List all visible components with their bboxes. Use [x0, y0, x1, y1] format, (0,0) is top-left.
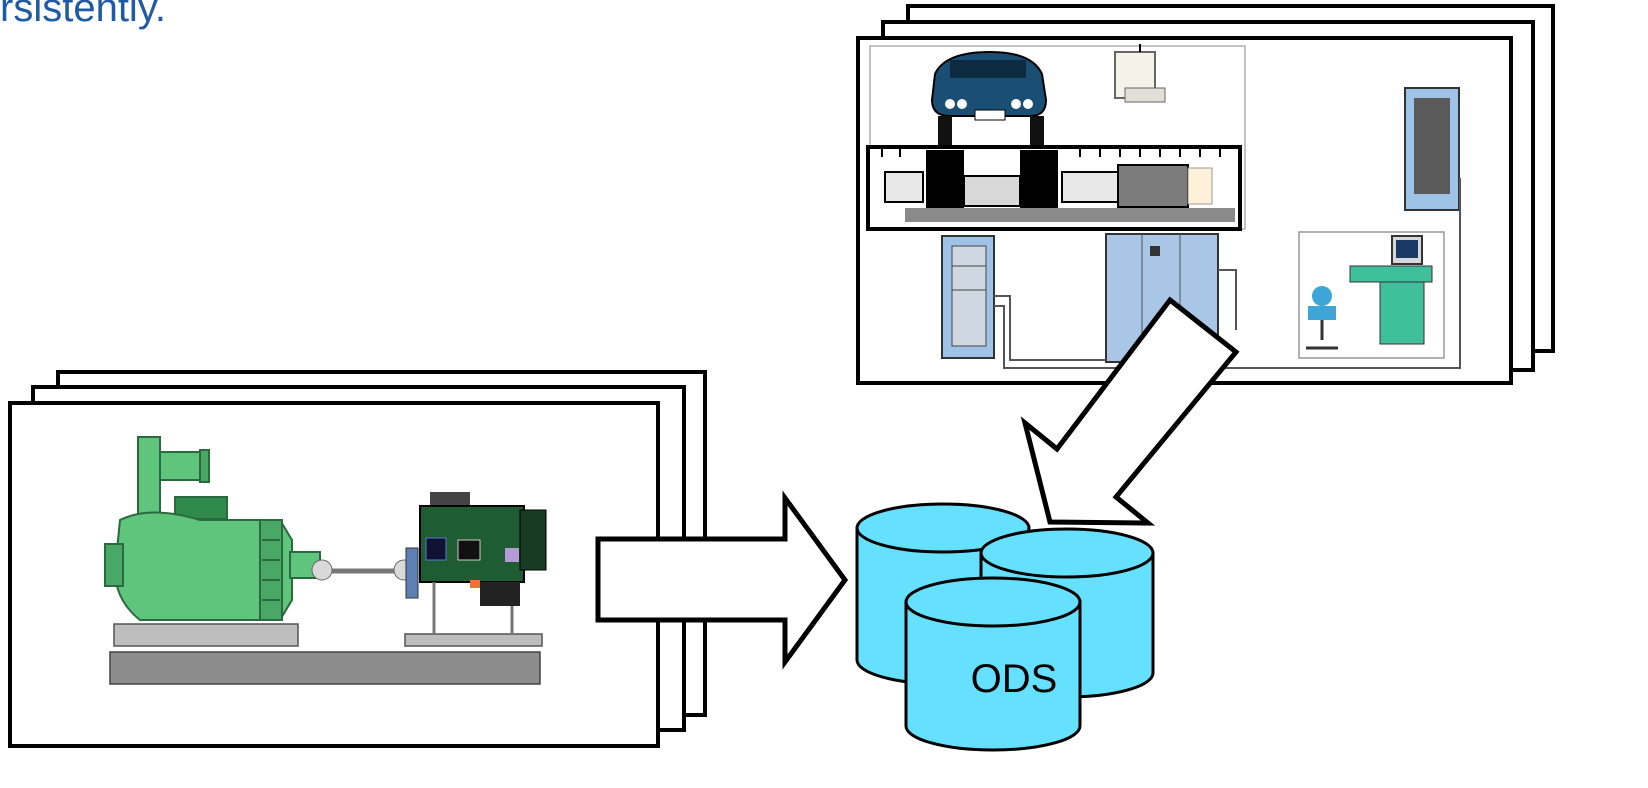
instrument-rack-icon: [1404, 87, 1460, 211]
slide-heading: rsistently.: [0, 0, 166, 30]
car-icon: [930, 50, 1048, 146]
arrow-right-icon: [595, 490, 849, 670]
combustion-engine-icon: [419, 492, 547, 634]
operator-desk-icon: [1298, 231, 1445, 359]
database-label: ODS: [971, 657, 1058, 701]
engine-test-bench-icon: [104, 436, 547, 685]
control-cabinet-left-icon: [941, 235, 995, 359]
arrow-down-left-icon: [1020, 296, 1240, 526]
database-cylinder-icon: [855, 502, 1155, 752]
dynamometer-icon: [104, 436, 321, 621]
database-cylinder-front: [904, 576, 1082, 752]
vehicle-test-bench-icon: [866, 44, 1461, 369]
monitor-icon: [1114, 44, 1166, 103]
coupling-shaft-icon: [311, 547, 419, 599]
